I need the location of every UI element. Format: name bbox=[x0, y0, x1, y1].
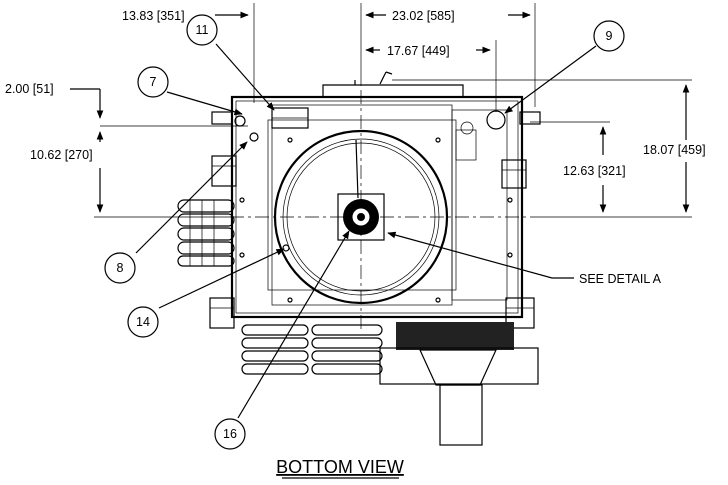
dimension-18-07: 18.07 [459] bbox=[643, 143, 706, 157]
hole-9 bbox=[486, 110, 506, 130]
dimension-23-02: 23.02 [585] bbox=[392, 9, 455, 23]
svg-text:11: 11 bbox=[196, 23, 209, 37]
hole-8 bbox=[249, 132, 259, 142]
svg-text:16: 16 bbox=[223, 427, 237, 441]
output-flange bbox=[379, 322, 539, 446]
see-detail-a-note: SEE DETAIL A bbox=[579, 272, 662, 286]
svg-text:7: 7 bbox=[150, 75, 157, 89]
callout-16: 16 bbox=[214, 418, 246, 450]
view-title: BOTTOM VIEW bbox=[276, 457, 404, 477]
callout-9: 9 bbox=[593, 20, 625, 52]
dimension-13-83: 13.83 [351] bbox=[122, 9, 185, 23]
callout-14: 14 bbox=[127, 306, 159, 338]
left-fins bbox=[177, 199, 235, 267]
dimension-17-67: 17.67 [449] bbox=[387, 44, 450, 58]
hole-7 bbox=[234, 115, 246, 127]
dimension-12-63: 12.63 [321] bbox=[563, 164, 626, 178]
dimension-2-00: 2.00 [51] bbox=[5, 82, 54, 96]
leader-lines bbox=[135, 43, 597, 419]
dimension-lines bbox=[70, 3, 692, 218]
svg-text:8: 8 bbox=[117, 261, 124, 275]
svg-text:14: 14 bbox=[136, 315, 150, 329]
dimension-10-62: 10.62 [270] bbox=[30, 148, 93, 162]
rotor-assembly bbox=[273, 129, 449, 305]
callout-11: 11 bbox=[186, 14, 218, 46]
machine-body bbox=[209, 71, 541, 330]
svg-text:9: 9 bbox=[606, 29, 613, 43]
bottom-fins bbox=[241, 324, 383, 375]
callout-7: 7 bbox=[137, 66, 169, 98]
callout-8: 8 bbox=[104, 252, 136, 284]
